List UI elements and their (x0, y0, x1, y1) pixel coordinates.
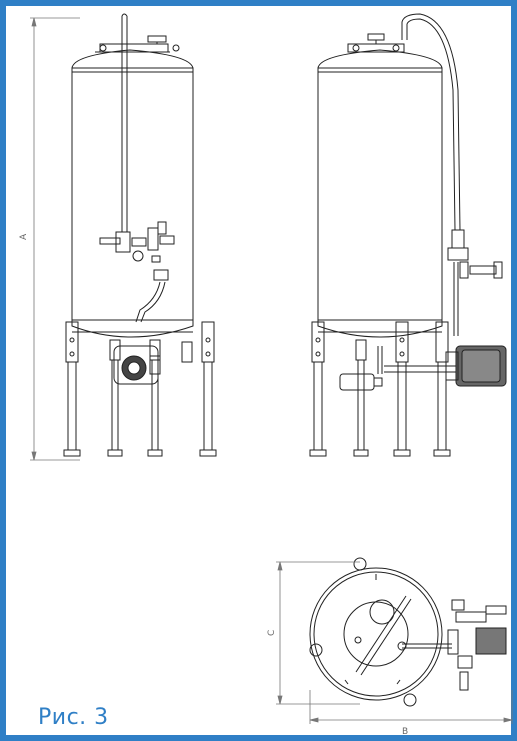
tank-side-view (309, 13, 507, 457)
dimension-depth (276, 561, 360, 705)
dimension-height-label: A (19, 233, 29, 240)
dimension-width (309, 690, 513, 724)
dimension-depth-label: C (267, 630, 277, 636)
tank-top-view (309, 557, 507, 707)
tank-front-view (63, 13, 217, 457)
dimension-width-label: B (402, 727, 408, 737)
figure-caption: Рис. 3 (38, 705, 109, 730)
dimension-height (30, 17, 80, 461)
